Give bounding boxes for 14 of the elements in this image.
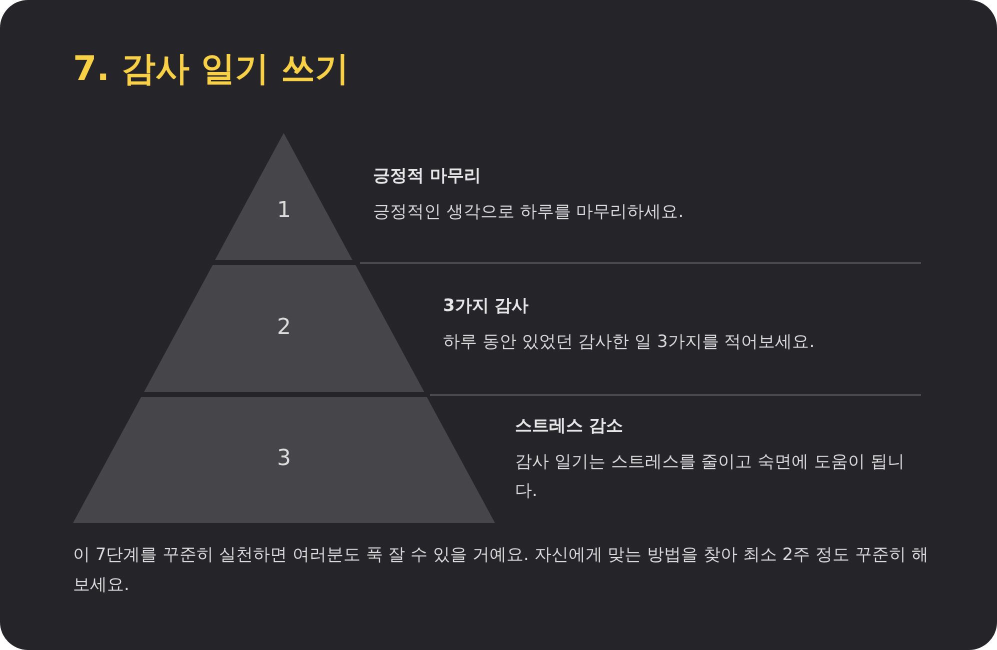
pyramid-layer [73,397,495,523]
layer-number: 1 [276,198,292,223]
step-description: 긍정적인 생각으로 하루를 마무리하세요. [373,201,685,224]
step-heading: 긍정적 마무리 [373,165,482,187]
caption: 이 7단계를 꾸준히 실천하면 여러분도 푹 잘 수 있을 거예요. 자신에게 맞는 방법을 찾아 최소 2주 정도 꾸준히 해보세요. [73,544,930,597]
layer-number: 2 [276,314,292,340]
layer-number: 3 [276,446,292,471]
step-description: 하루 동안 있었던 감사한 일 3가지를 적어보세요. [443,331,816,354]
step-heading: 스트레스 감소 [515,415,624,437]
step-heading: 3가지 감사 [443,295,530,317]
pyramid-layer [215,133,353,260]
pyramid-layer [144,265,424,392]
title: 7. 감사 일기 쓰기 [73,48,350,91]
step-description: 감사 일기는 스트레스를 줄이고 숙면에 도움이 됩니다. [515,451,906,503]
